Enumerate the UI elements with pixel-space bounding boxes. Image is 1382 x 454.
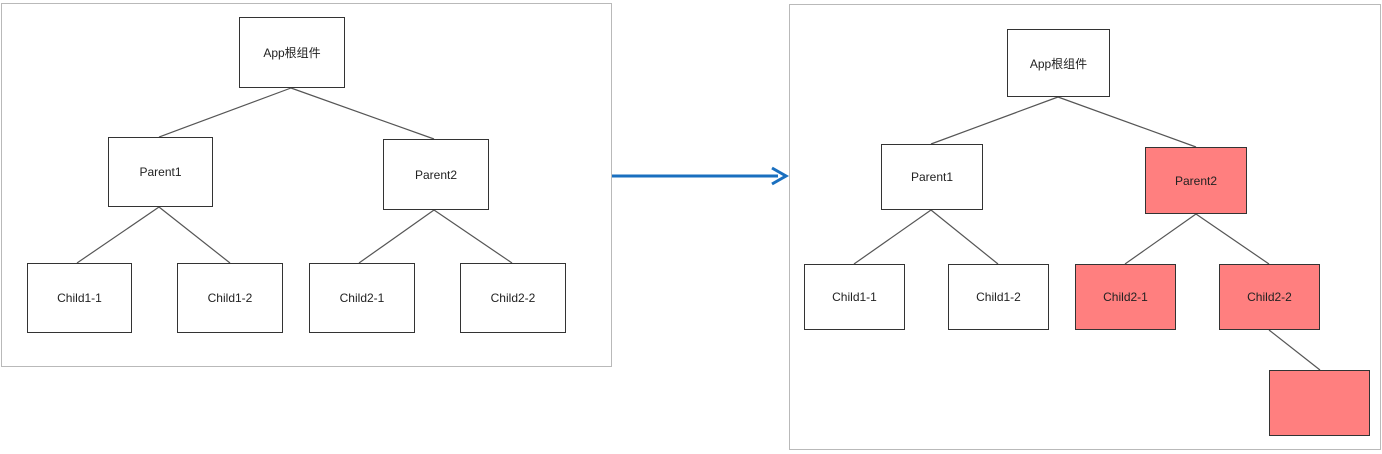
child2-1-node-before: Child2-1 bbox=[309, 263, 415, 333]
child2-1-node-after: Child2-1 bbox=[1075, 264, 1176, 330]
root-node-after: App根组件 bbox=[1007, 29, 1110, 97]
child2-2-node-after: Child2-2 bbox=[1219, 264, 1320, 330]
child1-1-node-before: Child1-1 bbox=[27, 263, 132, 333]
root-node-before: App根组件 bbox=[239, 17, 345, 88]
child1-2-node-before: Child1-2 bbox=[177, 263, 283, 333]
parent1-node-after: Parent1 bbox=[881, 144, 983, 210]
parent2-node-before: Parent2 bbox=[383, 139, 489, 210]
child2-2-node-before: Child2-2 bbox=[460, 263, 566, 333]
parent2-node-after: Parent2 bbox=[1145, 147, 1247, 214]
child1-1-node-after: Child1-1 bbox=[804, 264, 905, 330]
parent1-node-before: Parent1 bbox=[108, 137, 213, 207]
new-child-node-after bbox=[1269, 370, 1370, 436]
transition-arrow-head bbox=[771, 166, 790, 186]
child1-2-node-after: Child1-2 bbox=[948, 264, 1049, 330]
